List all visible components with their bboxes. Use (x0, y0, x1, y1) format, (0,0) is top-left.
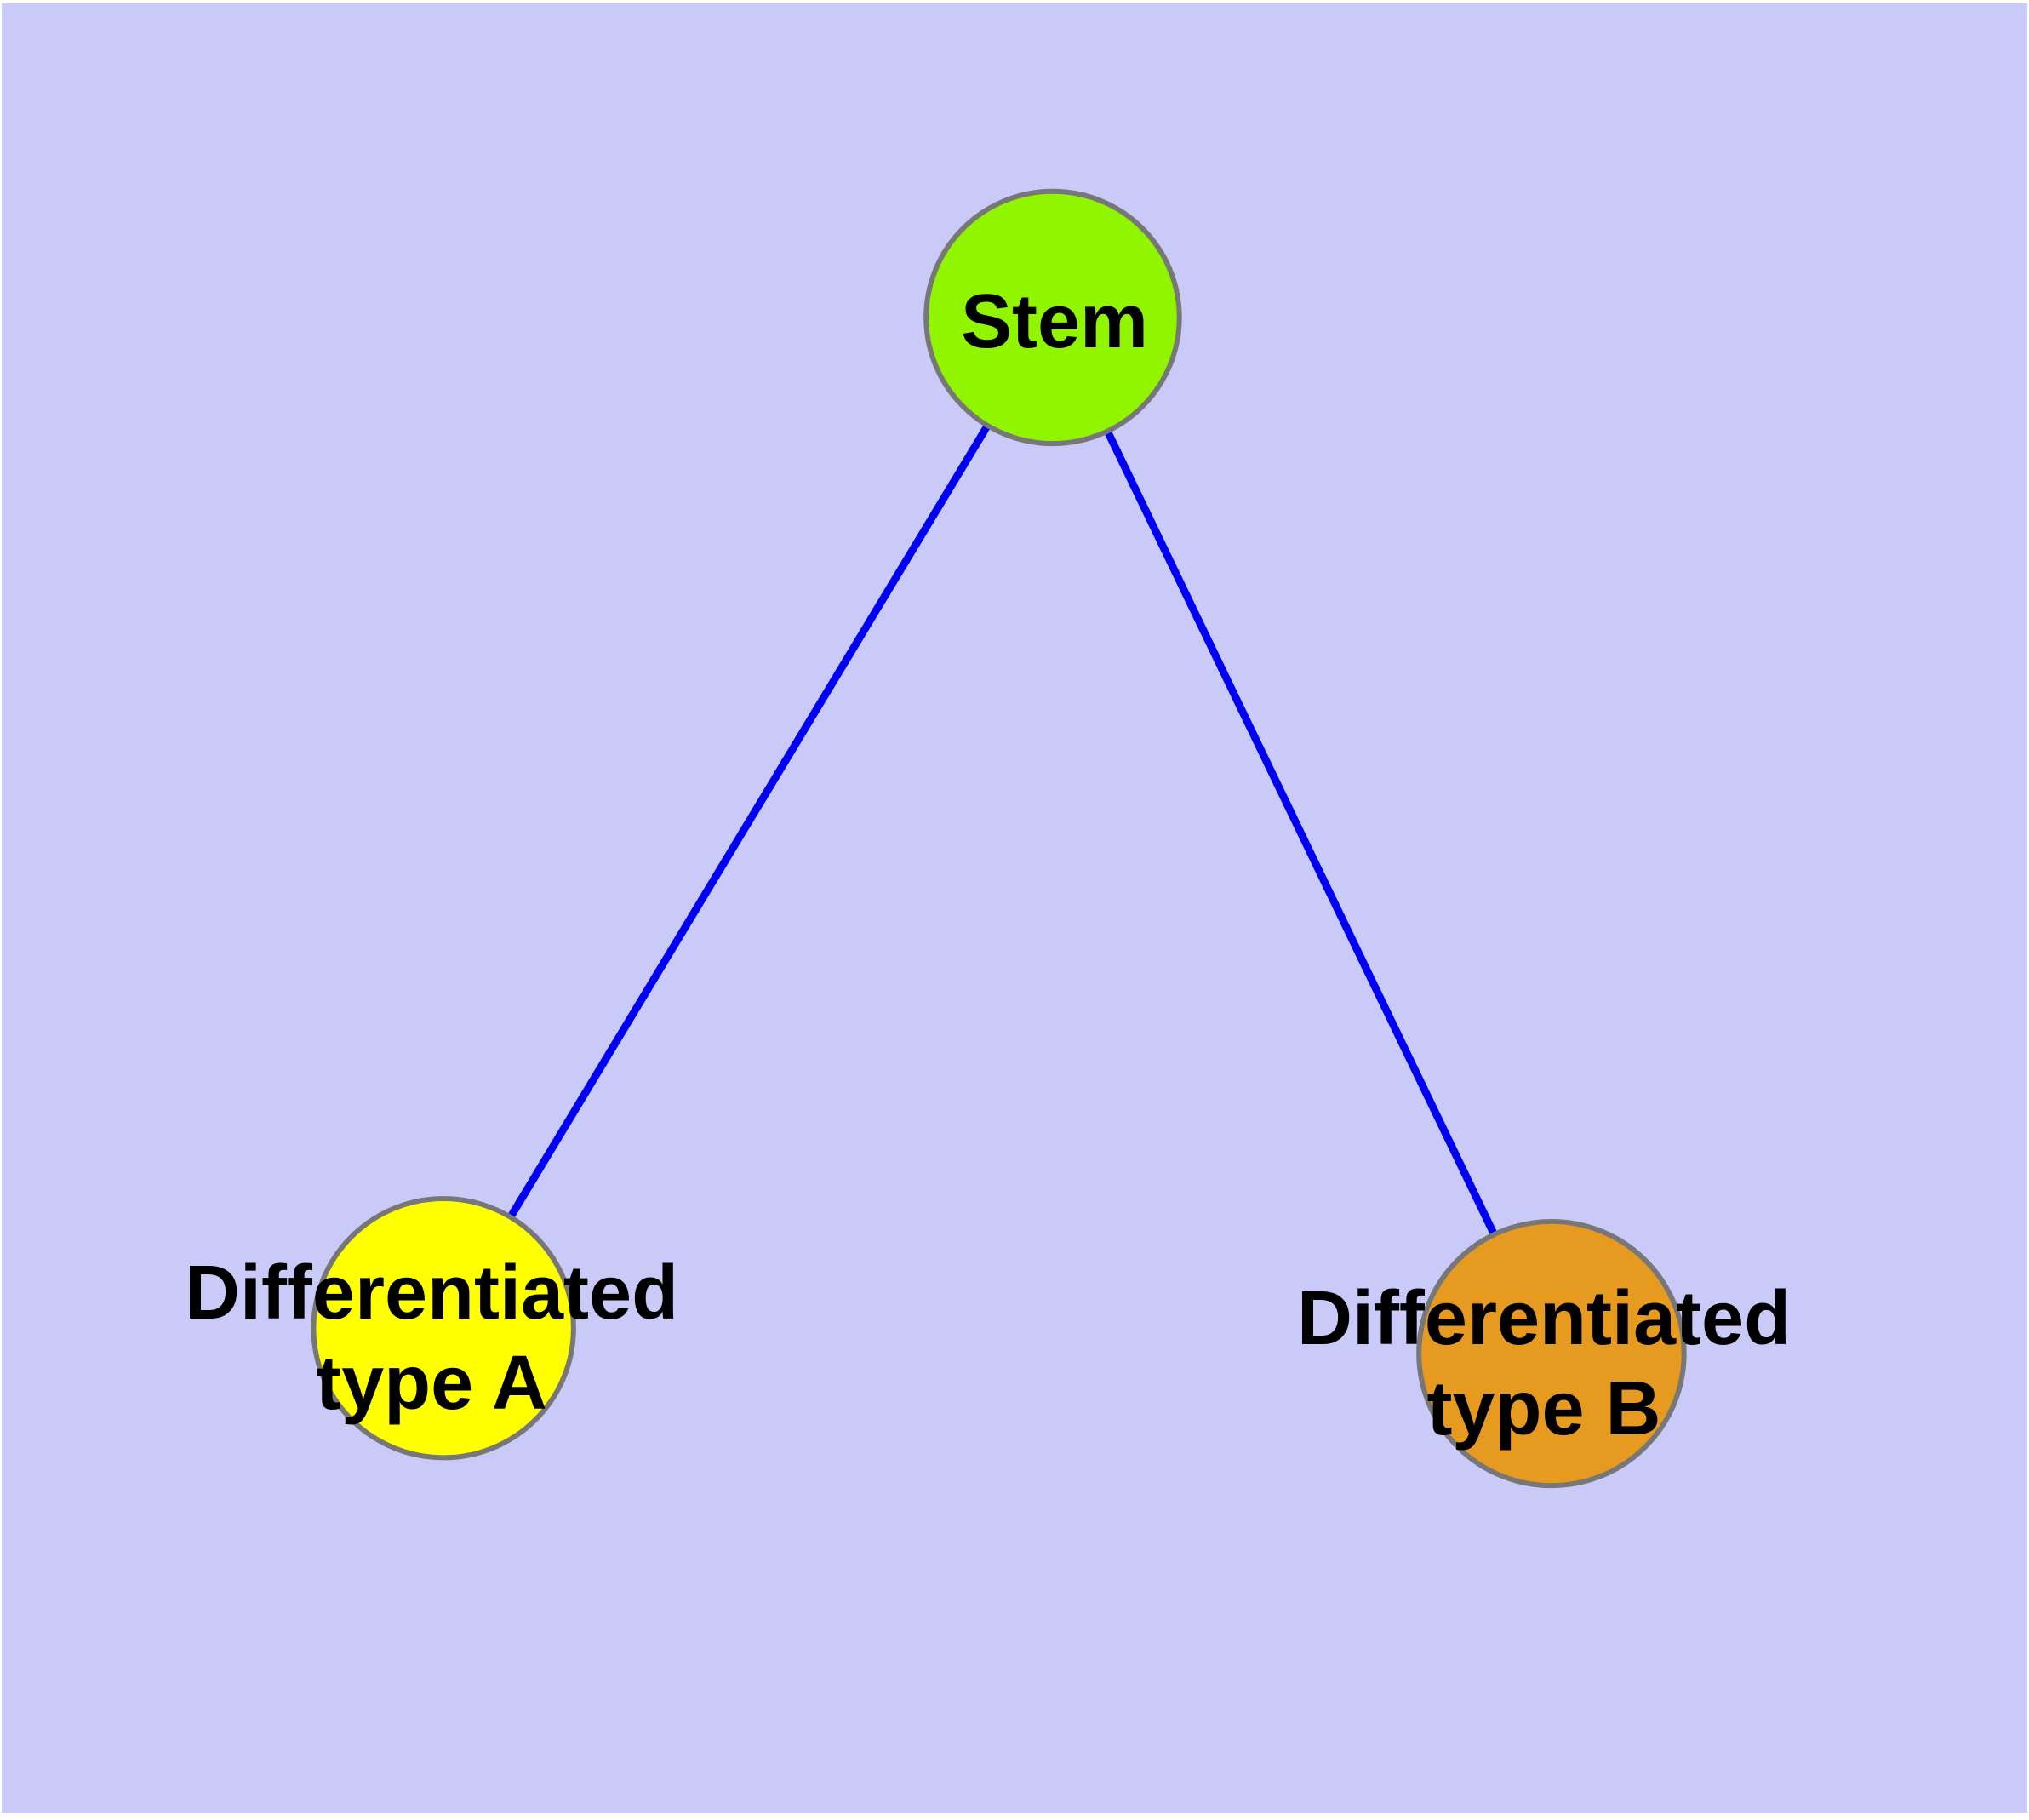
differentiated-type-b-node (1416, 1218, 1687, 1489)
differentiated-type-b-node-label-line: Differentiated (1296, 1276, 1792, 1361)
stem-cell-node (923, 188, 1182, 447)
edge-stem-to-type-a (440, 315, 1056, 1331)
stem-cell-node-label: Stem (961, 277, 1148, 367)
differentiated-type-a-node-label-line: type A (316, 1341, 547, 1426)
differentiated-type-a-node (311, 1196, 576, 1461)
differentiated-type-a-node-label-line: Differentiated (184, 1251, 679, 1336)
stem-cell-node-label-line: Stem (960, 279, 1149, 364)
differentiated-type-b-node-label-line: type B (1426, 1366, 1661, 1451)
edge-stem-to-type-b (1049, 315, 1555, 1355)
graph-svg (311, 188, 1687, 1489)
